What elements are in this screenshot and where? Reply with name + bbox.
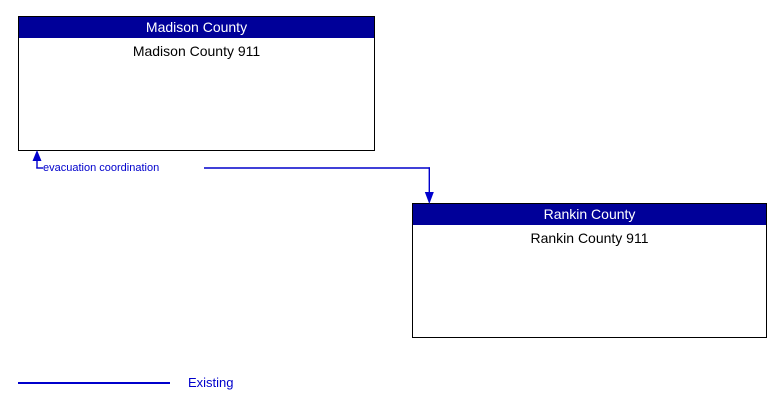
- flow-label-evacuation-coordination: evacuation coordination: [43, 162, 160, 174]
- legend: Existing: [18, 374, 338, 396]
- entity-body-madison-county-911: Madison County 911: [132, 43, 261, 59]
- entity-box-rankin-county[interactable]: Rankin County Rankin County 911: [412, 203, 767, 338]
- legend-line-existing-icon: [18, 382, 170, 384]
- entity-body-rankin-county-911: Rankin County 911: [530, 230, 649, 246]
- arrowhead-up-into-madison-icon: [32, 150, 42, 161]
- entity-header-rankin-county: Rankin County: [413, 204, 766, 225]
- legend-label-existing: Existing: [188, 375, 234, 390]
- entity-box-madison-county[interactable]: Madison County Madison County 911: [18, 16, 375, 151]
- entity-header-madison-county: Madison County: [19, 17, 374, 38]
